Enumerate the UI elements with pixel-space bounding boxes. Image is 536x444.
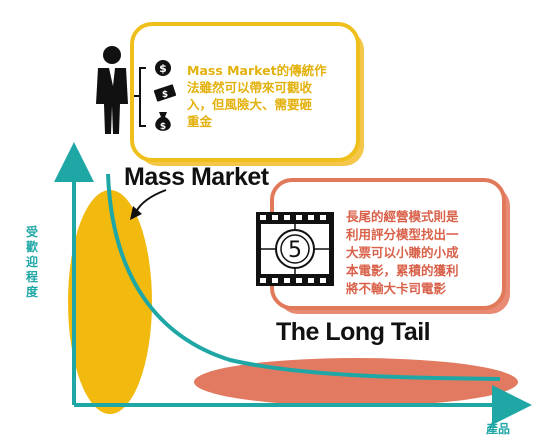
svg-text:$: $ bbox=[162, 90, 168, 100]
businessman-icon bbox=[96, 46, 128, 134]
pointer-arrow bbox=[135, 189, 167, 213]
tail-ellipse bbox=[194, 358, 518, 406]
mass-market-label: Mass Market bbox=[124, 163, 269, 191]
film-number: 5 bbox=[288, 238, 302, 263]
film-countdown-icon: 5 bbox=[256, 212, 334, 286]
dollar-coin-icon: $ bbox=[155, 60, 171, 76]
money-bag-icon: $ bbox=[155, 112, 171, 132]
pointer-arrowhead bbox=[130, 206, 142, 220]
x-axis-label: 產品 bbox=[486, 422, 511, 436]
mass-callout-box bbox=[130, 22, 360, 162]
mass-market-description: Mass Market的傳統作 法雖然可以帶來可觀收 入，但風險大、需要砸 重金 bbox=[187, 63, 327, 129]
long-tail-curve bbox=[106, 173, 501, 381]
svg-text:$: $ bbox=[160, 122, 166, 132]
icon-bracket bbox=[134, 67, 146, 127]
svg-text:$: $ bbox=[159, 62, 167, 75]
long-tail-description: 長尾的經營模式則是 利用評分模型找出一 大票可以小賺的小成 本電影，累積的獲利 … bbox=[346, 209, 459, 296]
dollar-bill-icon: $ bbox=[153, 84, 177, 102]
long-tail-label: The Long Tail bbox=[276, 318, 431, 346]
head-ellipse bbox=[68, 190, 152, 414]
y-axis-label: 受歡迎程度 bbox=[26, 225, 39, 299]
